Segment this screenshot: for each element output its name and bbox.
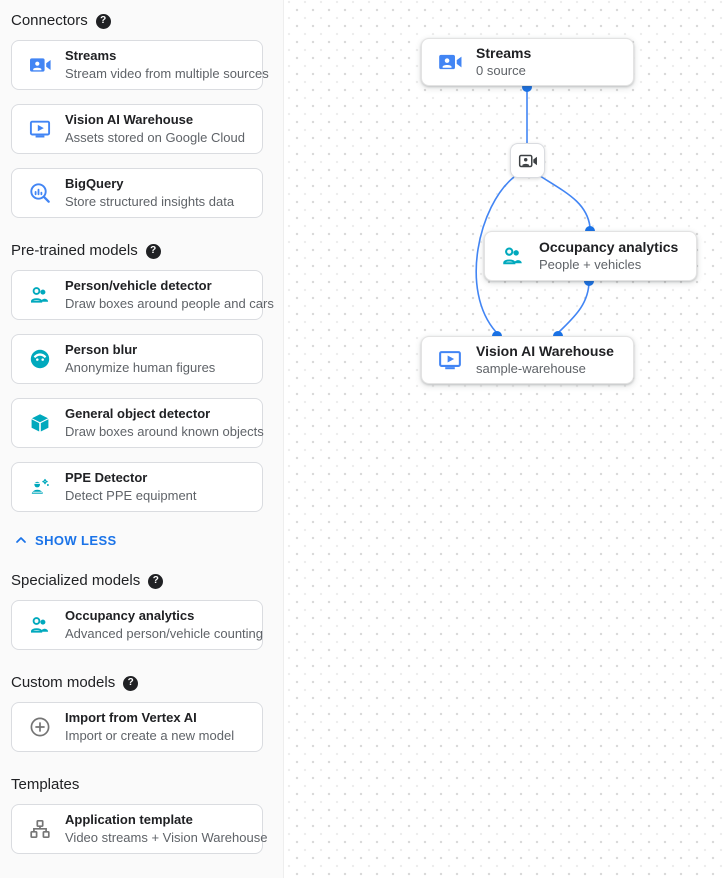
card-subtitle: Video streams + Vision Warehouse bbox=[65, 830, 268, 845]
card-vision-ai-warehouse[interactable]: Vision AI Warehouse Assets stored on Goo… bbox=[11, 104, 263, 154]
plus-circle-icon bbox=[28, 715, 52, 739]
card-subtitle: Detect PPE equipment bbox=[65, 488, 197, 503]
card-person-blur[interactable]: Person blur Anonymize human figures bbox=[11, 334, 263, 384]
card-title: Vision AI Warehouse bbox=[65, 112, 194, 127]
node-title: Vision AI Warehouse bbox=[476, 343, 614, 359]
component-sidebar: Connectors ? Streams Stream video from m… bbox=[0, 0, 284, 878]
card-title: Person/vehicle detector bbox=[65, 278, 212, 293]
card-general-object-detector[interactable]: General object detector Draw boxes aroun… bbox=[11, 398, 264, 448]
graph-edges bbox=[475, 82, 595, 341]
card-bigquery[interactable]: BigQuery Store structured insights data bbox=[11, 168, 263, 218]
card-title: Streams bbox=[65, 48, 117, 63]
node-subtitle: People + vehicles bbox=[539, 257, 642, 272]
node-subtitle: 0 source bbox=[476, 63, 526, 78]
section-title-templates: Templates bbox=[11, 776, 263, 794]
node-title: Streams bbox=[476, 45, 532, 61]
card-subtitle: Store structured insights data bbox=[65, 194, 235, 209]
chevron-up-icon bbox=[13, 532, 29, 548]
section-title-label: Connectors bbox=[11, 12, 88, 29]
card-subtitle: Draw boxes around people and cars bbox=[65, 296, 274, 311]
card-occupancy-analytics[interactable]: Occupancy analytics Advanced person/vehi… bbox=[11, 600, 263, 650]
card-person-vehicle-detector[interactable]: Person/vehicle detector Draw boxes aroun… bbox=[11, 270, 274, 320]
card-title: Occupancy analytics bbox=[65, 608, 195, 623]
card-subtitle: Advanced person/vehicle counting bbox=[65, 626, 264, 641]
card-import-from-vertex-ai[interactable]: Import from Vertex AI Import or create a… bbox=[11, 702, 263, 752]
help-icon[interactable]: ? bbox=[95, 13, 111, 29]
section-title-label: Specialized models bbox=[11, 572, 141, 589]
card-title: Person blur bbox=[65, 342, 138, 357]
node-camera[interactable] bbox=[510, 143, 545, 178]
card-subtitle: Draw boxes around known objects bbox=[65, 424, 264, 439]
warehouse-icon bbox=[437, 347, 463, 373]
card-subtitle: Anonymize human figures bbox=[65, 360, 216, 375]
node-subtitle: sample-warehouse bbox=[476, 361, 586, 376]
person-vehicle-icon bbox=[28, 283, 52, 307]
section-title-pretrained-models: Pre-trained models ? bbox=[11, 242, 263, 260]
section-title-custom-models: Custom models ? bbox=[11, 674, 263, 692]
streams-icon bbox=[437, 49, 463, 75]
node-streams[interactable]: Streams 0 source bbox=[421, 38, 634, 86]
node-title: Occupancy analytics bbox=[539, 239, 679, 255]
show-less-label: SHOW LESS bbox=[35, 532, 117, 548]
section-title-specialized-models: Specialized models ? bbox=[11, 572, 263, 590]
cube-icon bbox=[28, 411, 52, 435]
card-title: Application template bbox=[65, 812, 193, 827]
show-less-button[interactable]: SHOW LESS bbox=[13, 532, 117, 548]
card-title: Import from Vertex AI bbox=[65, 710, 197, 725]
ppe-icon bbox=[28, 475, 52, 499]
card-subtitle: Assets stored on Google Cloud bbox=[65, 130, 245, 145]
node-occupancy-analytics[interactable]: Occupancy analytics People + vehicles bbox=[484, 231, 697, 281]
graph-canvas[interactable]: Streams 0 source Occupancy analytics Peo… bbox=[284, 0, 725, 878]
help-icon[interactable]: ? bbox=[145, 243, 161, 259]
card-title: General object detector bbox=[65, 406, 211, 421]
card-application-template[interactable]: Application template Video streams + Vis… bbox=[11, 804, 268, 854]
section-title-connectors: Connectors ? bbox=[11, 12, 263, 30]
help-icon[interactable]: ? bbox=[123, 675, 139, 691]
card-subtitle: Stream video from multiple sources bbox=[65, 66, 269, 81]
section-title-label: Templates bbox=[11, 776, 80, 793]
card-title: BigQuery bbox=[65, 176, 124, 191]
org-chart-icon bbox=[28, 817, 52, 841]
node-vision-ai-warehouse[interactable]: Vision AI Warehouse sample-warehouse bbox=[421, 336, 634, 384]
help-icon[interactable]: ? bbox=[148, 573, 164, 589]
card-subtitle: Import or create a new model bbox=[65, 728, 235, 743]
section-title-label: Custom models bbox=[11, 674, 116, 691]
people-icon bbox=[500, 243, 526, 269]
card-ppe-detector[interactable]: PPE Detector Detect PPE equipment bbox=[11, 462, 263, 512]
people-icon bbox=[28, 613, 52, 637]
person-blur-icon bbox=[28, 347, 52, 371]
card-title: PPE Detector bbox=[65, 470, 148, 485]
bigquery-icon bbox=[28, 181, 52, 205]
section-title-label: Pre-trained models bbox=[11, 242, 138, 259]
camera-icon bbox=[517, 150, 539, 172]
card-streams[interactable]: Streams Stream video from multiple sourc… bbox=[11, 40, 269, 90]
warehouse-icon bbox=[28, 117, 52, 141]
streams-icon bbox=[28, 53, 52, 77]
